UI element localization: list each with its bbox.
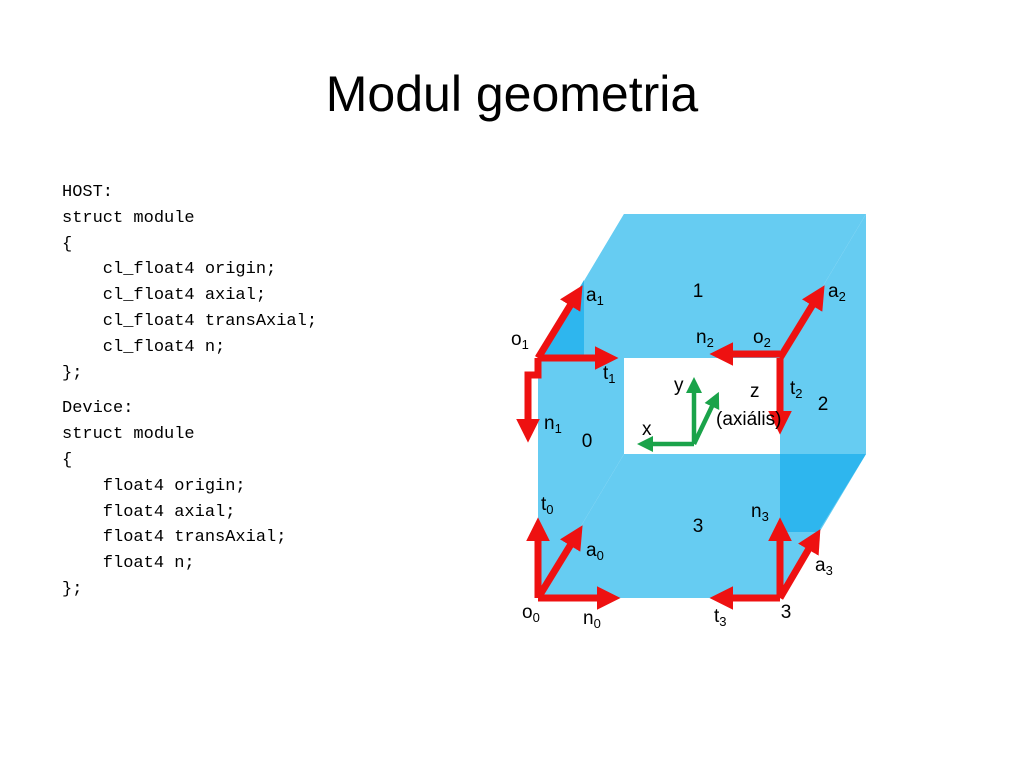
code-line: HOST:: [62, 183, 114, 202]
code-line: };: [62, 579, 83, 599]
module-label-1: 1: [693, 281, 704, 302]
inner-window: [624, 358, 780, 454]
vector-arrows: [516, 285, 825, 610]
module-geometry-diagram: 1 0 2 3 3 y x z (axiális) o0 n0 a0 t0 o1…: [511, 214, 866, 631]
module-label-3-corner: 3: [781, 602, 792, 623]
module-faces: [538, 214, 866, 598]
code-line: float4 transAxial;: [62, 528, 287, 548]
label-t3: t3: [714, 606, 727, 629]
coordinate-axes: [637, 377, 720, 453]
code-line: Device:: [62, 399, 134, 419]
code-block: HOST: struct module { cl_float4 origin; …: [62, 180, 317, 603]
arrow-n1: [516, 358, 542, 443]
axis-z-arrow: [691, 391, 720, 445]
code-line: float4 axial;: [62, 502, 236, 522]
label-n3: n3: [751, 501, 769, 524]
label-a2: a2: [828, 281, 846, 304]
code-line: };: [62, 363, 83, 383]
host-code: HOST: struct module { cl_float4 origin; …: [62, 180, 317, 386]
label-o0: o0: [522, 602, 540, 625]
code-line: cl_float4 origin;: [62, 260, 277, 280]
label-t1: t1: [603, 363, 616, 386]
code-gap: [62, 386, 317, 396]
code-line: {: [62, 234, 73, 254]
axis-y-label: y: [674, 375, 684, 396]
code-line: cl_float4 axial;: [62, 286, 267, 306]
label-t0: t0: [541, 494, 554, 517]
code-line: struct module: [62, 425, 195, 445]
label-a0: a0: [586, 540, 604, 563]
device-code: Device: struct module { float4 origin; f…: [62, 396, 317, 602]
arrow-a0: [535, 525, 583, 600]
label-o2: o2: [753, 327, 771, 350]
label-n2: n2: [696, 327, 714, 350]
slide-title: Modul geometria: [325, 66, 699, 122]
label-a3: a3: [815, 555, 833, 578]
arrow-a2: [777, 285, 825, 360]
code-line: cl_float4 transAxial;: [62, 311, 318, 331]
axis-x-label: x: [642, 419, 652, 440]
axis-z-note: (axiális): [716, 409, 781, 430]
arrow-a1: [535, 285, 583, 360]
code-line: float4 origin;: [62, 476, 246, 496]
label-t2: t2: [790, 378, 803, 401]
code-line: float4 n;: [62, 554, 195, 574]
label-o1: o1: [511, 329, 529, 352]
module-label-0: 0: [582, 431, 593, 452]
axis-z-label: z: [750, 381, 760, 402]
module-label-2: 2: [818, 394, 829, 415]
module-face-0: [538, 214, 624, 598]
module-label-3: 3: [693, 516, 704, 537]
code-line: cl_float4 n;: [62, 337, 226, 357]
code-line: {: [62, 450, 73, 470]
module-face-2-corner-dark: [780, 454, 866, 532]
label-a1: a1: [586, 285, 604, 308]
arrow-a3: [776, 529, 821, 600]
code-line: struct module: [62, 208, 195, 228]
label-n0: n0: [583, 608, 601, 631]
label-n1: n1: [544, 413, 562, 436]
